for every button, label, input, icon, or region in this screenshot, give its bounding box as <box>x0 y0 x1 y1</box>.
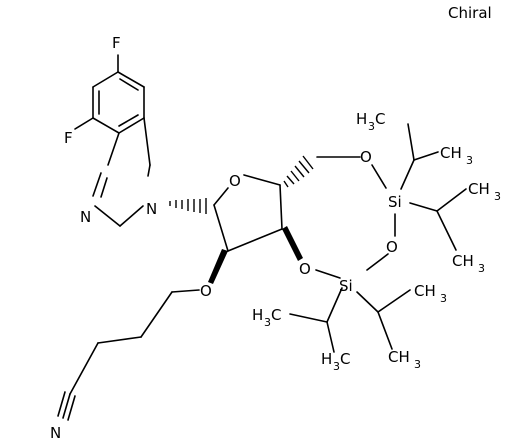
atom-o-si: O <box>386 238 398 256</box>
svg-text:3: 3 <box>368 120 375 133</box>
svg-text:3: 3 <box>333 360 340 373</box>
svg-text:H: H <box>356 110 367 128</box>
si1-isopropyl-right <box>409 188 467 251</box>
atom-o-c2: O <box>200 282 212 300</box>
atom-n-ring: N <box>80 208 91 226</box>
svg-text:CH: CH <box>414 282 436 300</box>
methyl-m8: CH 3 <box>388 348 421 371</box>
atom-si1: Si <box>388 193 402 211</box>
atom-f2: F <box>64 129 73 147</box>
wedge-c3-o <box>282 226 303 261</box>
methyl-m4: CH 3 <box>452 252 485 275</box>
svg-text:3: 3 <box>494 190 501 203</box>
bond-c-f2 <box>74 117 94 130</box>
atom-n-sub: N <box>146 200 157 218</box>
siloxane-ring <box>315 164 396 279</box>
chiral-annotation: Chiral <box>448 4 492 22</box>
si1-isopropyl-top <box>400 123 439 190</box>
methyl-m1: H 3 C <box>356 110 385 133</box>
svg-text:3: 3 <box>414 358 421 371</box>
svg-text:3: 3 <box>466 154 473 167</box>
svg-text:CH: CH <box>440 144 462 162</box>
atom-o-c5: O <box>360 148 372 166</box>
svg-text:CH: CH <box>388 348 410 366</box>
svg-text:C: C <box>271 306 281 324</box>
atom-f1: F <box>112 34 121 52</box>
hashed-bond-n-c1 <box>169 198 207 214</box>
wedge-c2-o <box>208 249 228 284</box>
imidazole-ring <box>92 117 151 227</box>
methyl-m3: CH 3 <box>468 180 501 203</box>
svg-text:3: 3 <box>440 292 447 305</box>
si2-isopropyl-right <box>356 289 411 350</box>
methyl-m7: H 3 C <box>321 350 350 373</box>
svg-text:H: H <box>321 350 332 368</box>
svg-text:3: 3 <box>264 316 271 329</box>
benzene-ring <box>92 71 145 134</box>
methyl-m6: H 3 C <box>252 306 281 329</box>
si2-isopropyl-left <box>289 287 343 353</box>
furanose-ring <box>213 174 283 252</box>
atom-o-c3: O <box>299 260 311 278</box>
svg-text:CH: CH <box>468 180 490 198</box>
methyl-m2: CH 3 <box>440 144 473 167</box>
atom-n-nitrile: N <box>50 424 61 441</box>
hashed-bond-c4-c5 <box>283 155 314 188</box>
atom-si2: Si <box>339 277 353 295</box>
svg-text:3: 3 <box>478 262 485 275</box>
cyanopropyl-chain <box>57 289 200 421</box>
svg-text:H: H <box>252 306 263 324</box>
svg-text:CH: CH <box>452 252 474 270</box>
atom-o-furanose: O <box>229 172 241 190</box>
svg-text:C: C <box>375 110 385 128</box>
methyl-m5: CH 3 <box>414 282 447 305</box>
svg-text:C: C <box>340 350 350 368</box>
